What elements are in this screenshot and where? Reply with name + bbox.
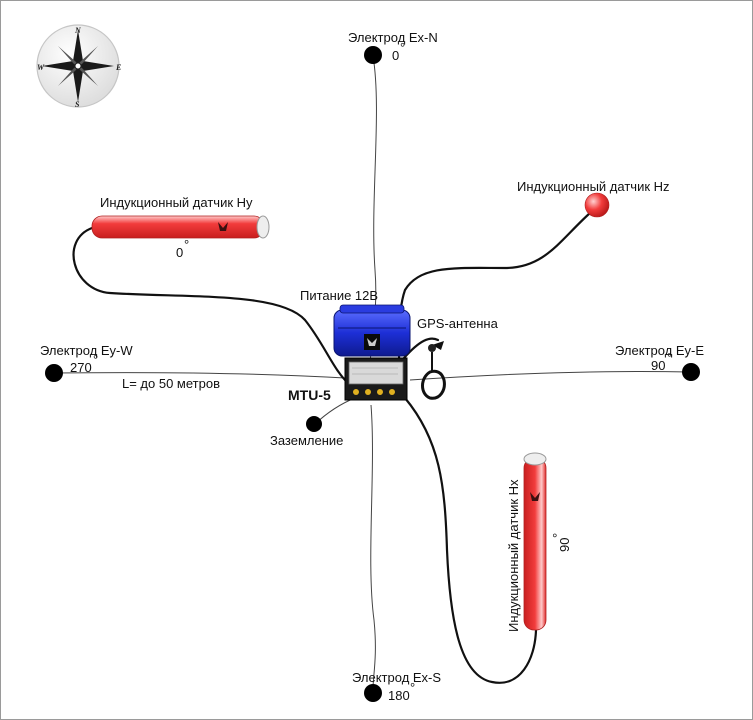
electrode-ey-e-angle: 90 xyxy=(651,358,665,373)
gps-label: GPS-антенна xyxy=(417,316,499,331)
sensor-hy-label: Индукционный датчик Hy xyxy=(100,195,253,210)
battery-logo-icon xyxy=(367,338,377,346)
electrode-ey-e[interactable]: Электрод Ey-E 90 ° xyxy=(615,343,704,381)
compass-rose-icon: N S E W xyxy=(36,24,121,109)
sensor-hy-angle: 0 xyxy=(176,245,183,260)
electrode-ey-w-label: Электрод Ey-W xyxy=(40,343,133,358)
cable-sensor-hz xyxy=(397,211,592,380)
compass-south-label: S xyxy=(75,100,80,109)
electrode-ex-n-label: Электрод Ex-N xyxy=(348,30,438,45)
cable-ey-e xyxy=(409,370,691,381)
cable-sensor-hy xyxy=(72,226,352,387)
mtu5-unit[interactable]: MTU-5 xyxy=(288,357,408,403)
electrode-ey-e-label: Электрод Ey-E xyxy=(615,343,704,358)
electrode-ex-s-angle: 180 xyxy=(388,688,410,703)
sensor-hx-angle: 90 xyxy=(557,538,572,552)
compass-west-label: W xyxy=(37,63,45,72)
electrode-ex-n[interactable]: Электрод Ex-N 0 ° xyxy=(348,30,438,64)
electrode-ex-s[interactable]: Электрод Ex-S 180 ° xyxy=(352,670,441,703)
cable-ex-s xyxy=(370,404,376,694)
gps-antenna[interactable]: GPS-антенна xyxy=(417,316,499,400)
electrode-ey-w[interactable]: Электрод Ey-W 270 ° xyxy=(40,343,133,382)
sensor-hx-label: Индукционный датчик Hx xyxy=(506,479,521,632)
compass-east-label: E xyxy=(115,63,121,72)
electrode-ey-w-angle: 270 xyxy=(70,360,92,375)
power-battery[interactable]: Питание 12В xyxy=(300,288,411,357)
electrode-ex-s-degree: ° xyxy=(410,680,415,695)
distance-label: L= до 50 метров xyxy=(122,376,220,391)
connector-icon xyxy=(353,389,359,395)
sensor-hy-logo-icon xyxy=(218,222,228,231)
sensor-hx[interactable]: Индукционный датчик Hx 90 ° xyxy=(506,452,572,632)
sensor-hy[interactable]: Индукционный датчик Hy 0 ° xyxy=(91,195,270,260)
mtu5-label: MTU-5 xyxy=(288,387,331,403)
electrode-ex-n-degree: ° xyxy=(400,40,405,55)
sensor-hx-logo-icon xyxy=(530,492,540,501)
electrode-ex-s-label: Электрод Ex-S xyxy=(352,670,441,685)
ground-electrode[interactable]: Заземление xyxy=(270,416,343,448)
sensor-hz-label: Индукционный датчик Hz xyxy=(517,179,670,194)
electrode-ex-n-angle: 0 xyxy=(392,48,399,63)
electrode-ey-w-degree: ° xyxy=(93,352,98,367)
compass-north-label: N xyxy=(74,26,82,35)
sensor-hz[interactable]: Индукционный датчик Hz xyxy=(517,179,670,218)
cable-ey-w xyxy=(53,372,346,379)
ground-label: Заземление xyxy=(270,433,343,448)
sensor-hx-degree: ° xyxy=(550,533,565,538)
power-label: Питание 12В xyxy=(300,288,378,303)
sensor-hy-degree: ° xyxy=(184,237,189,252)
electrode-ey-e-degree: ° xyxy=(667,350,672,365)
cable-sensor-hx xyxy=(403,396,538,684)
